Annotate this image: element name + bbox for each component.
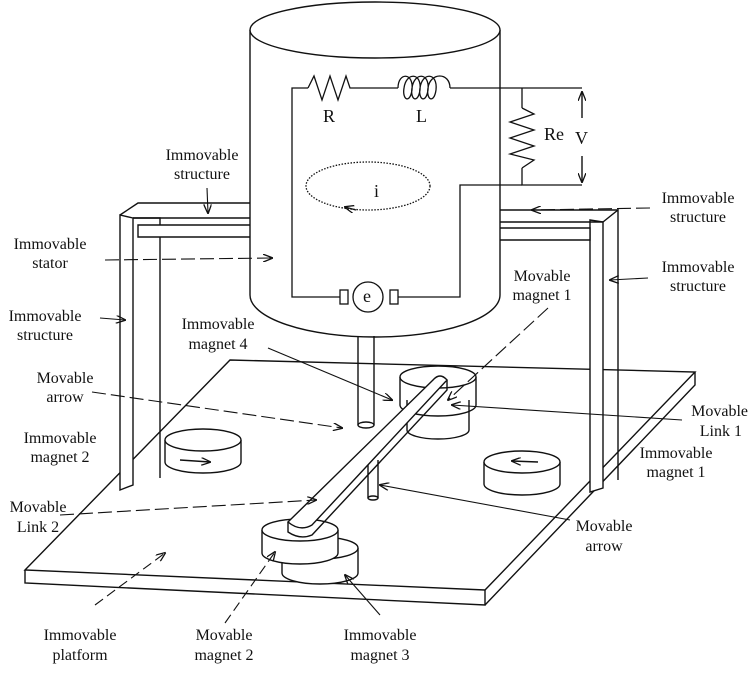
label-immovable-magnet-1-2: magnet 1	[646, 464, 705, 481]
right-structure	[464, 208, 619, 493]
label-movable-magnet-2-2: magnet 2	[194, 647, 253, 664]
label-movable-arrow-left-1: Movable	[37, 370, 94, 387]
label-immovable-magnet-4-1: Immovable	[182, 316, 255, 333]
label-immovable-platform-2: platform	[52, 647, 108, 664]
label-movable-arrow-left-2: arrow	[46, 389, 84, 406]
immovable-magnet-1-shape	[483, 450, 561, 496]
label-immovable-magnet-4-2: magnet 4	[188, 336, 247, 353]
label-immovable-structure-right-top-2: structure	[670, 209, 726, 226]
label-immovable-structure-right-1: Immovable	[662, 259, 735, 276]
label-immovable-structure-left-2: structure	[17, 327, 73, 344]
label-movable-magnet-2-1: Movable	[196, 627, 253, 644]
label-emf: e	[363, 286, 371, 306]
annotation-labels: Immovable structure Immovable stator Imm…	[9, 147, 748, 664]
label-movable-arrow-right-1: Movable	[576, 518, 633, 535]
label-voltage: V	[575, 128, 588, 148]
movable-link-bar	[286, 375, 448, 538]
label-movable-link-2-1: Movable	[10, 499, 67, 516]
label-immovable-magnet-3-2: magnet 3	[350, 647, 409, 664]
leader-lines	[59, 187, 683, 624]
label-movable-link-1-2: Link 1	[700, 423, 742, 440]
label-movable-link-2-2: Link 2	[17, 519, 59, 536]
platform	[23, 359, 697, 606]
label-immovable-structure-right-2: structure	[670, 278, 726, 295]
label-immovable-stator-1: Immovable	[14, 236, 87, 253]
label-current: i	[374, 181, 379, 201]
label-immovable-structure-left-1: Immovable	[9, 308, 82, 325]
label-immovable-magnet-1-1: Immovable	[640, 445, 713, 462]
circuit-wires	[291, 73, 582, 313]
label-movable-magnet-1-2: magnet 1	[512, 287, 571, 304]
label-movable-link-1-1: Movable	[691, 403, 748, 420]
label-movable-arrow-right-2: arrow	[585, 538, 623, 555]
label-immovable-structure-top-2: structure	[174, 166, 230, 183]
label-inductor: L	[416, 106, 427, 126]
label-movable-magnet-1-1: Movable	[514, 268, 571, 285]
label-resistor: R	[323, 106, 335, 126]
label-immovable-magnet-2-1: Immovable	[24, 430, 97, 447]
label-immovable-stator-2: stator	[32, 255, 68, 272]
label-immovable-magnet-3-1: Immovable	[344, 627, 417, 644]
label-immovable-platform-1: Immovable	[44, 627, 117, 644]
shaft	[357, 336, 379, 501]
movable-magnet-2-shape	[261, 518, 339, 565]
label-immovable-structure-top-1: Immovable	[166, 147, 239, 164]
label-load-resistor: Re	[544, 124, 564, 144]
label-immovable-structure-right-top-1: Immovable	[662, 190, 735, 207]
label-immovable-magnet-2-2: magnet 2	[30, 449, 89, 466]
immovable-magnet-2-shape	[164, 428, 242, 474]
stator-cylinder	[249, 1, 501, 338]
